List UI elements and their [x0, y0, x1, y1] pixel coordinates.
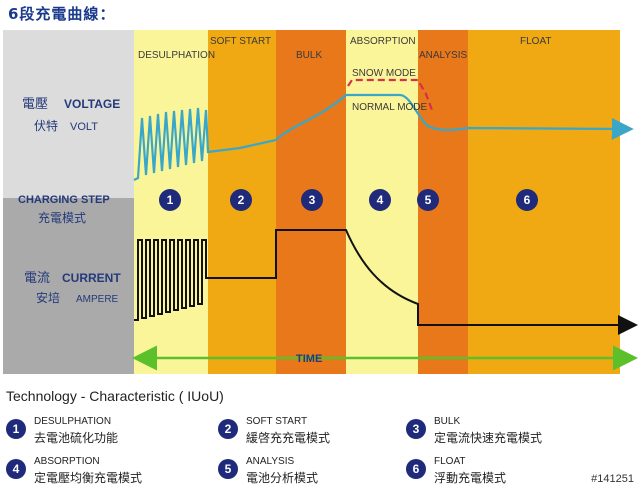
phase-label-bulk: BULK	[296, 50, 322, 61]
step-circle-1: 1	[159, 189, 181, 211]
legend-number-1: 1	[6, 419, 26, 439]
voltage-label-zh: 電壓	[22, 96, 48, 111]
step-circle-2: 2	[230, 189, 252, 211]
legend-zh-label: 去電池硫化功能	[34, 431, 119, 445]
legend-heading: Technology - Characteristic ( IUoU)	[6, 388, 224, 404]
charging-step-label-zh: 充電模式	[38, 210, 86, 225]
legend-zh-label: 浮動充電模式	[434, 471, 507, 485]
watermark-id: #141251	[591, 473, 634, 485]
snow-mode-curve	[347, 78, 434, 111]
ampere-label-en: AMPERE	[76, 294, 119, 305]
volt-label-en: VOLT	[70, 121, 98, 133]
ampere-label-zh: 安培	[36, 290, 60, 305]
step-circle-4: 4	[369, 189, 391, 211]
voltage-label-panel	[3, 30, 134, 198]
svg-text:3: 3	[309, 193, 316, 207]
svg-text:2: 2	[238, 193, 245, 207]
legend-en-label: FLOAT	[434, 456, 466, 467]
legend-en-label: ANALYSIS	[246, 456, 295, 467]
legend-en-label: DESULPHATION	[34, 416, 112, 427]
chart-title: 6段充電曲線：	[8, 5, 116, 23]
svg-text:4: 4	[377, 193, 384, 207]
phase-band-float	[468, 30, 620, 374]
phase-label-analysis: ANALYSIS	[419, 50, 467, 61]
svg-text:1: 1	[167, 193, 174, 207]
svg-text:6: 6	[524, 193, 531, 207]
legend-en-label: ABSORPTION	[34, 456, 100, 467]
phase-label-desulphation: DESULPHATION	[138, 50, 215, 61]
phase-label-absorption: ABSORPTION	[350, 36, 416, 47]
time-label: TIME	[296, 353, 322, 365]
step-circle-6: 6	[516, 189, 538, 211]
legend-zh-label: 定電流快速充電模式	[434, 431, 543, 445]
legend-number-3: 3	[406, 419, 426, 439]
step-circle-3: 3	[301, 189, 323, 211]
legend-number-2: 2	[218, 419, 238, 439]
current-label-en: CURRENT	[62, 271, 121, 285]
legend-zh-label: 電池分析模式	[246, 471, 319, 485]
phase-label-float: FLOAT	[520, 36, 551, 47]
snow-mode-label: SNOW MODE	[352, 68, 416, 79]
svg-text:5: 5	[425, 193, 432, 207]
normal-mode-label: NORMAL MODE	[352, 102, 428, 113]
phase-label-soft-start: SOFT START	[210, 36, 271, 47]
voltage-label-en: VOLTAGE	[64, 97, 120, 111]
legend-en-label: SOFT START	[246, 416, 308, 427]
current-curve	[134, 229, 638, 335]
legend-number-5: 5	[218, 459, 238, 479]
current-label-panel	[3, 198, 134, 374]
step-circle-5: 5	[417, 189, 439, 211]
charging-step-label: CHARGING STEP	[18, 194, 110, 206]
legend-en-label: BULK	[434, 416, 461, 427]
current-label-zh: 電流	[24, 270, 50, 285]
legend-zh-label: 緩啓充充電模式	[246, 431, 331, 445]
voltage-curve	[133, 93, 634, 181]
legend-number-4: 4	[6, 459, 26, 479]
legend-zh-label: 定電壓均衡充電模式	[34, 471, 143, 485]
volt-label-zh: 伏特	[34, 118, 58, 133]
legend-number-6: 6	[406, 459, 426, 479]
